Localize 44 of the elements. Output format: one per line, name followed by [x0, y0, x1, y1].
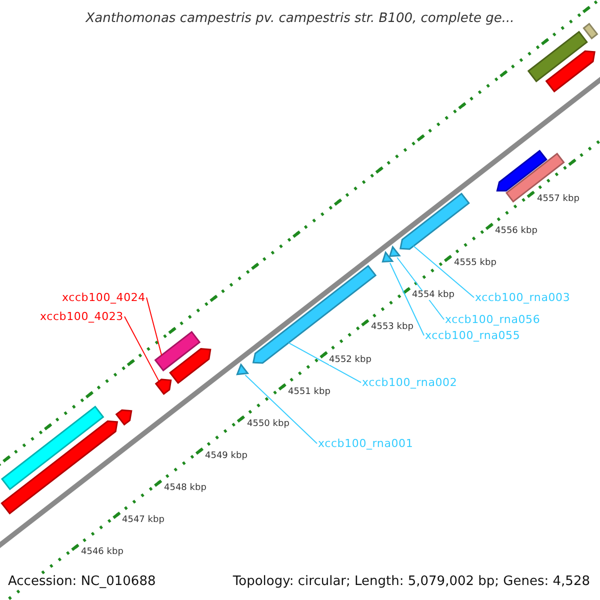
gene-feature: [236, 363, 250, 376]
scale-label: 4546 kbp: [81, 548, 124, 557]
gene-feature: [388, 245, 401, 258]
scale-label: 4554 kbp: [412, 291, 454, 300]
gene-feature: [505, 152, 565, 203]
gene-label: xccb100_rna003: [475, 292, 570, 303]
leader-line: [396, 257, 444, 320]
scale-label: 4552 kbp: [329, 356, 372, 365]
gene-label: xccb100_4024: [62, 292, 146, 303]
gene-feature: [154, 378, 172, 396]
gene-feature: [496, 150, 548, 192]
leader-line: [244, 374, 318, 444]
scale-label: 4555 kbp: [454, 259, 496, 268]
scale-label: 4557 kbp: [537, 195, 580, 204]
gene-feature: [400, 192, 470, 250]
leader-line: [288, 342, 362, 383]
leader-line: [390, 262, 424, 336]
gene-feature: [382, 250, 394, 262]
gene-label: xccb100_4023: [40, 311, 124, 322]
leader-line: [146, 297, 162, 356]
scale-label: 4551 kbp: [288, 388, 330, 397]
accession-text: Accession: NC_010688: [8, 575, 156, 588]
scale-label: 4549 kbp: [205, 452, 248, 461]
gene-label: xccb100_rna002: [362, 377, 458, 388]
leader-line: [124, 316, 160, 382]
gene-label: xccb100_rna001: [318, 438, 414, 449]
gene-feature: [154, 330, 201, 372]
scale-label: 4553 kbp: [371, 323, 414, 332]
scale-label: 4548 kbp: [164, 484, 206, 493]
gene-label: xccb100_rna055: [425, 330, 520, 341]
gene-feature: [582, 22, 598, 40]
leader-line: [413, 246, 474, 298]
gene-feature: [0, 420, 118, 514]
gene-feature: [527, 30, 588, 82]
diagram-title: Xanthomonas campestris pv. campestris str. B100, complete ge...: [84, 12, 516, 25]
gene-feature: [169, 348, 212, 384]
gene-feature: [0, 406, 104, 490]
scale-label: 4556 kbp: [495, 227, 538, 236]
scale-label: 4550 kbp: [247, 420, 290, 429]
gene-feature: [545, 50, 596, 92]
scale-label: 4547 kbp: [122, 516, 164, 525]
gene-feature: [115, 409, 132, 426]
genome-summary: Topology: circular; Length: 5,079,002 bp; Genes: 4,528: [232, 575, 590, 588]
gene-label: xccb100_rna056: [445, 314, 540, 325]
